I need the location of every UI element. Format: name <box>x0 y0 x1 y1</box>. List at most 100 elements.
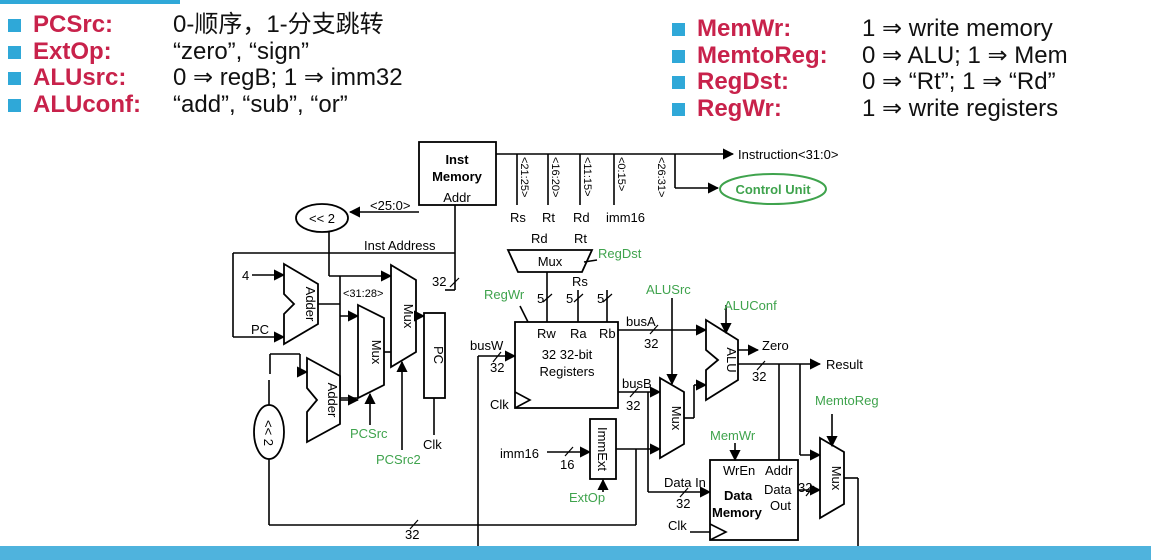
instruction-label: Instruction<31:0> <box>738 147 838 162</box>
bus-slash <box>409 519 419 530</box>
target-bits-label: <25:0> <box>370 198 411 213</box>
reg-ra-label: Ra <box>570 326 587 341</box>
adder-label: Adder <box>303 287 318 322</box>
bus-slash <box>679 487 689 498</box>
busa-label: busA <box>626 314 656 329</box>
inst-memory-title: Inst <box>445 152 469 167</box>
memtoreg-label: MemtoReg <box>815 393 879 408</box>
bus-slash <box>649 324 659 335</box>
field-rs-label: Rs <box>510 210 526 225</box>
regdst-label: RegDst <box>598 246 642 261</box>
data-in-width-label: 32 <box>676 496 690 511</box>
field-bits-opcode: <26:31> <box>655 157 667 197</box>
alu <box>705 318 739 402</box>
signal-name: ALUsrc: <box>33 64 127 91</box>
memtoreg-mux-label: Mux <box>829 466 844 491</box>
signal-name: MemtoReg: <box>697 41 828 69</box>
instruction-memory <box>418 141 497 206</box>
bus-slash <box>629 387 639 398</box>
branch-adder-label: Adder <box>325 383 340 418</box>
field-bits-rd: <11:15> <box>581 157 593 197</box>
reg-clock-triangle <box>514 391 532 409</box>
regdst-mux-label: Mux <box>538 254 563 269</box>
bus-slash <box>542 293 553 303</box>
bullet-square-icon <box>8 72 21 85</box>
regdst-signal-wire <box>583 259 598 263</box>
signal-name: ExtOp: <box>33 37 112 65</box>
signal-name: PCSrc: <box>33 11 114 38</box>
signal-name: RegDst: <box>697 68 790 95</box>
bullet-square-icon <box>672 102 685 116</box>
bullet-square-icon <box>672 23 685 36</box>
shift-left-2-label: << 2 <box>309 211 335 226</box>
width5-label: 5 <box>566 291 573 306</box>
const-4-label: 4 <box>242 268 249 283</box>
memwr-label: MemWr <box>710 428 756 443</box>
busa-width-label: 32 <box>644 336 658 351</box>
shift-left-2-top <box>295 203 349 233</box>
busw-label: busW <box>470 338 504 353</box>
reg-clk-label: Clk <box>490 397 509 412</box>
signal-description: 0-顺序，1-分支跳转 <box>173 11 384 38</box>
top-accent-bar <box>0 0 180 4</box>
mem-clock-triangle <box>709 523 728 541</box>
bullet-square-icon <box>8 19 21 32</box>
signal-description: 0 ⇒ “Rt”; 1 ⇒ “Rd” <box>862 68 1056 95</box>
data-in-label: Data In <box>664 475 706 490</box>
regwr-label: RegWr <box>484 287 525 302</box>
reg-title: Registers <box>540 364 595 379</box>
signal-name: MemWr: <box>697 15 792 42</box>
inst-memory-title: Memory <box>432 169 483 184</box>
bus-slash <box>564 446 574 457</box>
regdst-mux <box>506 249 594 273</box>
signal-description: “zero”, “sign” <box>173 37 310 65</box>
inst-memory-addr-label: Addr <box>443 190 471 205</box>
imm16-label: imm16 <box>500 446 539 461</box>
field-rt-label: Rt <box>542 210 555 225</box>
mem-out-label: Out <box>770 498 791 513</box>
regdst-rt-label: Rt <box>574 231 587 246</box>
control-unit <box>719 173 827 205</box>
offset-width-label: 32 <box>405 527 419 542</box>
control-unit-label: Control Unit <box>735 182 811 197</box>
bullet-square-icon <box>672 49 685 63</box>
width5-label: 5 <box>597 291 604 306</box>
alu-label: ALU <box>724 347 739 372</box>
alusrc-label: ALUSrc <box>646 282 691 297</box>
bits-31-28-label: <31:28> <box>343 288 383 300</box>
rs-label: Rs <box>572 274 588 289</box>
aluconf-label: ALUConf <box>724 298 777 313</box>
pc-plus-4-adder <box>283 262 319 346</box>
regwr-signal-wire <box>519 305 529 323</box>
signal-description: “add”, “sub”, “or” <box>173 90 348 118</box>
pcsrc2-label: PCSrc2 <box>376 452 421 467</box>
bus-slash <box>449 277 460 288</box>
pcsrc-mux-label: Mux <box>369 340 384 365</box>
reg-title: 32 32-bit <box>542 347 593 362</box>
signal-name: ALUconf: <box>33 90 141 118</box>
field-bits-rt: <16:20> <box>549 157 561 197</box>
mem-out-width-label: 32 <box>798 480 812 495</box>
busb-width-label: 32 <box>626 398 640 413</box>
data-memory-title: Memory <box>712 505 763 520</box>
regdst-rd-label: Rd <box>531 231 548 246</box>
immext-label: ImmExt <box>595 427 610 471</box>
bus-slash <box>573 293 584 303</box>
zero-label: Zero <box>762 338 789 353</box>
jump-mux <box>390 263 417 369</box>
bus-slash <box>805 485 815 497</box>
pcsrc-label: PCSrc <box>350 426 388 441</box>
signal-description: 1 ⇒ write registers <box>862 94 1059 122</box>
bullet-square-icon <box>672 76 685 89</box>
bus-slash <box>492 351 502 363</box>
register-file <box>514 321 619 409</box>
result-label: Result <box>826 357 863 372</box>
field-rd-label: Rd <box>573 210 590 225</box>
data-memory-title: Data <box>724 488 753 503</box>
bus-slash <box>602 293 613 303</box>
bullet-square-icon <box>8 98 21 112</box>
mem-addr-label: Addr <box>765 463 793 478</box>
pc-register-label: PC <box>431 346 446 364</box>
wren-label: WrEn <box>723 463 755 478</box>
